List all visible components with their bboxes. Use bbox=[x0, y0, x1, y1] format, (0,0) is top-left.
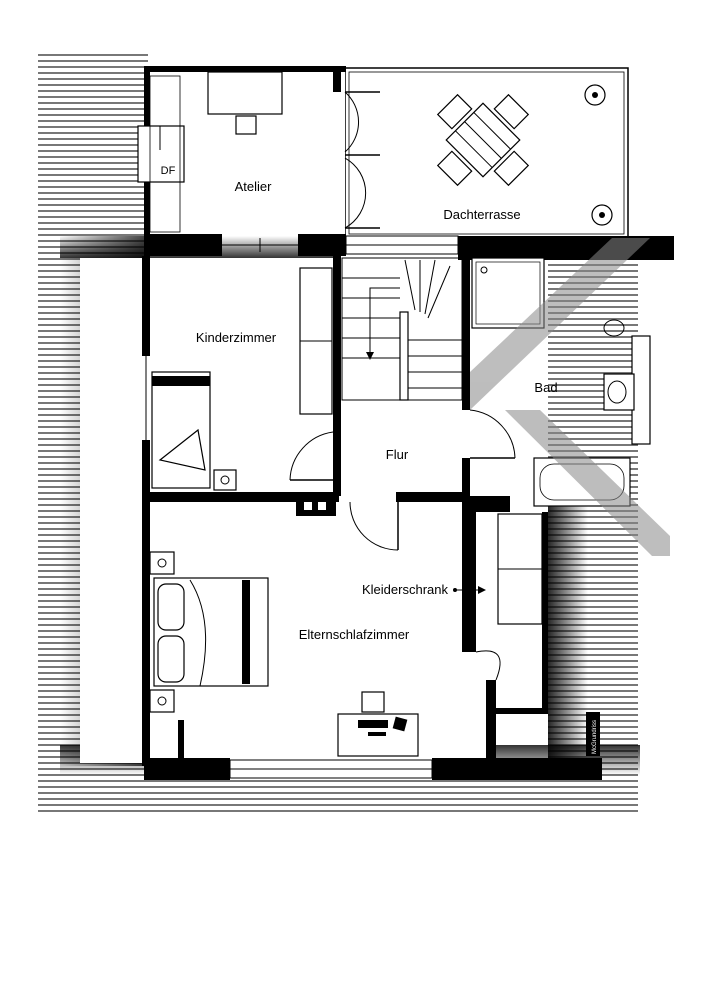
roof-terrace bbox=[344, 67, 629, 239]
room-label-kleiderschrank: Kleiderschrank bbox=[362, 582, 448, 597]
roof-window-beams bbox=[470, 238, 670, 556]
room-label-elternschlafzimmer: Elternschlafzimmer bbox=[299, 627, 410, 642]
bed-icon bbox=[153, 577, 269, 687]
room-label-bad: Bad bbox=[534, 380, 557, 395]
df-label: DF bbox=[161, 165, 176, 177]
staircase bbox=[341, 257, 463, 401]
desk-icon bbox=[337, 691, 419, 757]
terrace-table-icon bbox=[436, 93, 530, 187]
walls bbox=[142, 66, 674, 780]
room-label-dachterrasse: Dachterrasse bbox=[443, 207, 520, 222]
room-label-kinderzimmer: Kinderzimmer bbox=[196, 330, 277, 345]
room-label-atelier: Atelier bbox=[235, 179, 273, 194]
atelier-furniture bbox=[137, 71, 283, 233]
terrace-door-icon bbox=[344, 91, 380, 229]
nightstand-icon bbox=[149, 551, 175, 713]
room-label-flur: Flur bbox=[386, 447, 409, 462]
wardrobe-icon bbox=[453, 513, 543, 625]
brand-label: McGrundriss bbox=[592, 720, 598, 754]
windows bbox=[145, 235, 459, 779]
kinderzimmer-furniture bbox=[151, 267, 333, 491]
door-icon bbox=[289, 409, 516, 681]
